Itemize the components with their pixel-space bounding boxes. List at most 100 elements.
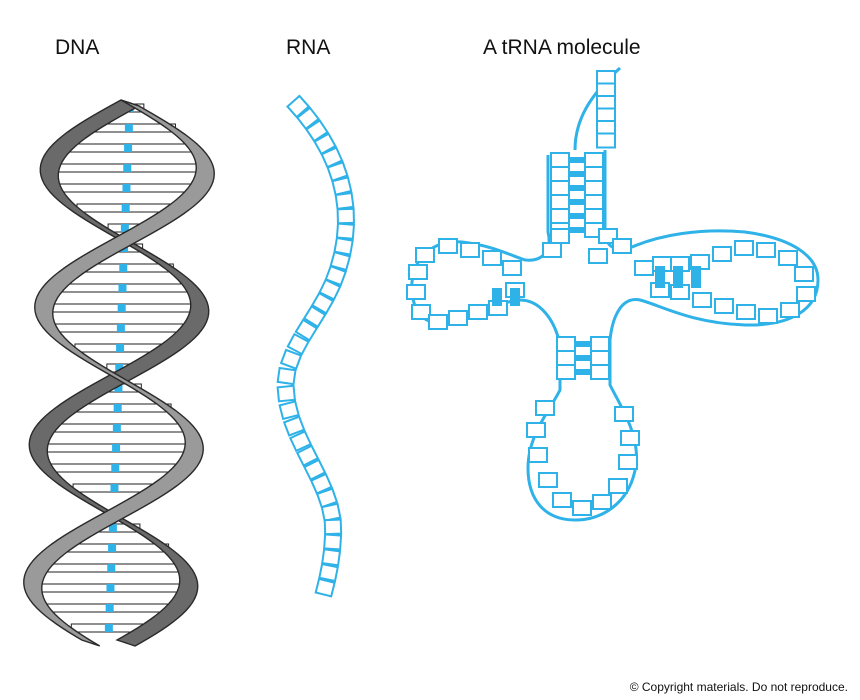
trna-base-box	[590, 336, 610, 352]
trna-base-box	[550, 180, 570, 196]
trna-base	[502, 260, 522, 276]
trna-base	[590, 336, 610, 352]
trna-base-box	[535, 400, 555, 416]
trna-base	[556, 364, 576, 380]
trna-base	[736, 304, 756, 320]
trna-base	[438, 238, 458, 254]
trna-base	[778, 250, 798, 266]
dna-hydrogen-bond	[122, 184, 131, 192]
trna-base-box	[778, 250, 798, 266]
trna-base	[584, 208, 604, 224]
dna-base	[115, 443, 195, 453]
dna-base	[32, 583, 111, 593]
rna-nucleotide	[323, 518, 343, 536]
trna-base	[692, 292, 712, 308]
trna-base-box	[538, 472, 558, 488]
trna-bases	[406, 70, 816, 516]
trna-base	[428, 314, 448, 330]
rna-base	[329, 250, 352, 272]
trna-base-box	[618, 454, 638, 470]
dna-base	[55, 183, 127, 193]
trna-base	[550, 152, 570, 168]
trna-base	[634, 260, 654, 276]
trna-base	[535, 400, 555, 416]
dna-hydrogen-bond	[123, 164, 132, 172]
rna-nucleotide	[295, 106, 320, 131]
rna-base	[279, 348, 303, 370]
rna-base	[313, 132, 337, 156]
trna-base	[556, 336, 576, 352]
rna-nucleotide	[318, 562, 339, 583]
rna-nucleotide	[286, 94, 311, 119]
rna-base	[288, 430, 313, 453]
trna-acceptor-base	[596, 132, 616, 149]
trna-base-box	[588, 248, 608, 264]
dna-hydrogen-bond	[108, 524, 117, 532]
trna-base-box	[780, 302, 800, 318]
rna-base	[276, 384, 296, 403]
dna-hydrogen-bond	[117, 304, 126, 312]
trna-base-box	[550, 208, 570, 224]
trna-base	[590, 364, 610, 380]
rna-base	[334, 191, 355, 211]
trna-base-box	[460, 242, 480, 258]
dna-base	[76, 203, 127, 213]
dna-base	[51, 323, 122, 333]
dna-front-strand	[23, 99, 215, 647]
trna-hydrogen-bond	[569, 199, 585, 205]
trna-base	[756, 242, 776, 258]
trna-label: A tRNA molecule	[483, 36, 641, 59]
trna-base	[528, 447, 548, 463]
trna-hydrogen-bond	[569, 227, 585, 233]
rna-base	[295, 444, 320, 467]
trna-base-box	[794, 266, 814, 282]
rna-nucleotide	[286, 332, 310, 356]
rna-nucleotide	[320, 502, 342, 522]
rna-base	[302, 305, 327, 329]
trna-base	[552, 492, 572, 508]
dna-hydrogen-bond	[124, 144, 133, 152]
rna-label: RNA	[286, 36, 331, 59]
trna-base-box	[411, 304, 431, 320]
trna-base-box	[584, 194, 604, 210]
trna-base	[734, 240, 754, 256]
trna-base	[550, 166, 570, 182]
trna-base-box	[612, 238, 632, 254]
rna-nucleotide	[324, 264, 347, 287]
trna-base	[794, 266, 814, 282]
rna-nucleotide	[334, 191, 355, 211]
rna-base	[323, 518, 343, 536]
rna-nucleotide	[302, 305, 327, 329]
trna-base	[712, 246, 732, 262]
trna-base-box	[714, 298, 734, 314]
dna-hydrogen-bond	[104, 624, 113, 632]
trna-base-box	[590, 364, 610, 380]
trna-base	[468, 304, 488, 320]
rna-base	[323, 533, 343, 551]
trna-base-box	[614, 406, 634, 422]
rna-nucleotide	[323, 533, 343, 551]
rna-nucleotide	[331, 176, 353, 196]
rna-base	[294, 318, 319, 342]
trna-base-box	[572, 500, 592, 516]
trna-base-box	[542, 242, 562, 258]
trna-hydrogen-bond	[492, 288, 502, 306]
rna-base	[282, 415, 306, 437]
dna-hydrogen-bond	[118, 284, 127, 292]
rna-base	[310, 291, 335, 315]
trna-base-box	[482, 250, 502, 266]
rna-base	[305, 119, 329, 143]
trna-base-box	[634, 260, 654, 276]
trna-base	[714, 298, 734, 314]
trna-hydrogen-bond	[673, 266, 683, 288]
trna-hydrogen-bond	[510, 288, 520, 306]
trna-base-box	[620, 430, 640, 446]
trna-base	[612, 238, 632, 254]
dna-hydrogen-bond	[112, 424, 121, 432]
trna-base	[526, 422, 546, 438]
rna-nucleotide	[295, 444, 320, 467]
trna-base	[584, 166, 604, 182]
dna-base	[70, 623, 110, 633]
rna-base	[278, 400, 300, 421]
